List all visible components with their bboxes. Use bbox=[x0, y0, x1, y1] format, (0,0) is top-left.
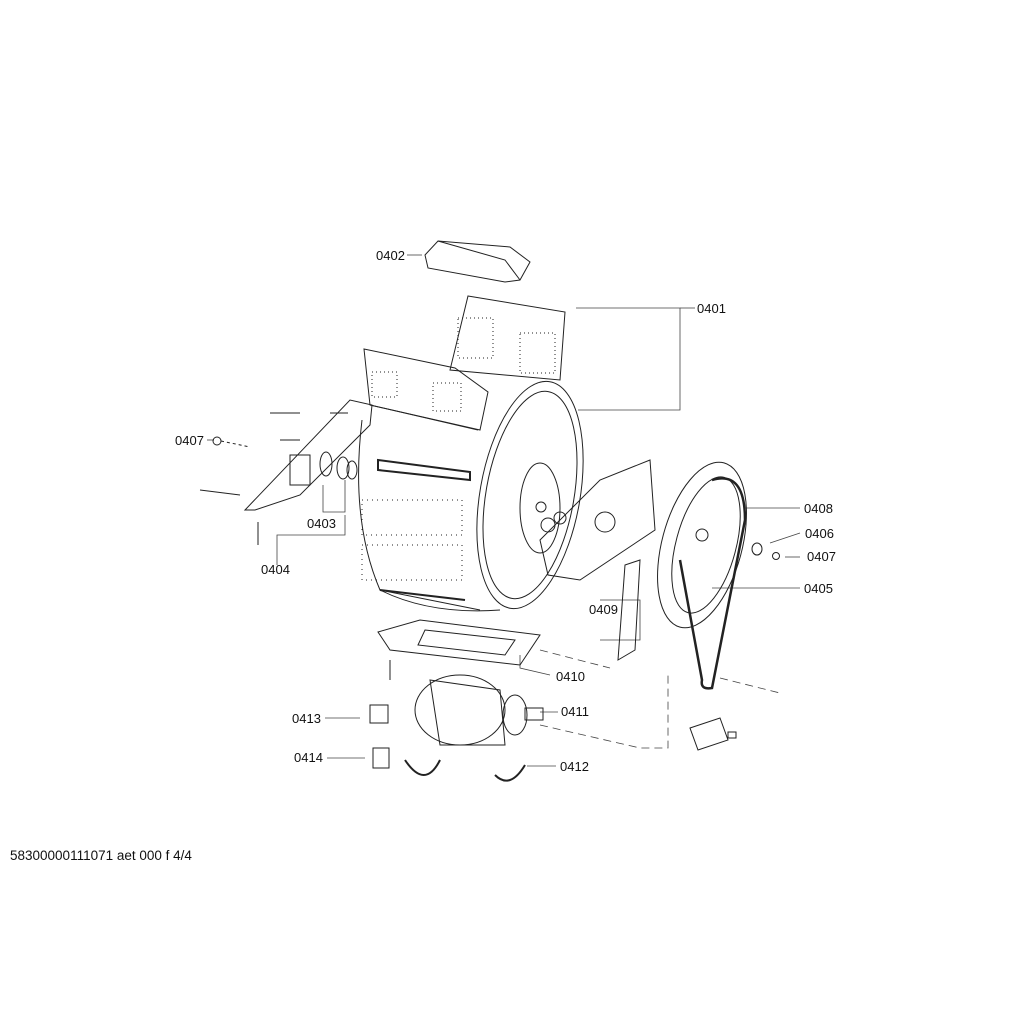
part-0405-belt[interactable] bbox=[678, 477, 747, 690]
part-0407-screw-left[interactable] bbox=[212, 436, 251, 448]
part-0403-bearing-seals[interactable] bbox=[319, 451, 358, 480]
document-id-footer: 58300000111071 aet 000 f 4/4 bbox=[10, 848, 192, 863]
part-0412-clamp[interactable] bbox=[404, 759, 526, 782]
label-0410[interactable]: 0410 bbox=[556, 669, 585, 684]
part-0407-screw-right[interactable] bbox=[772, 552, 780, 560]
part-0408-pulley[interactable] bbox=[641, 453, 762, 638]
label-0412[interactable]: 0412 bbox=[560, 759, 589, 774]
label-0405[interactable]: 0405 bbox=[804, 581, 833, 596]
label-0407-right[interactable]: 0407 bbox=[807, 549, 836, 564]
label-0402[interactable]: 0402 bbox=[376, 248, 405, 263]
part-0401-drum[interactable] bbox=[358, 295, 600, 617]
leader-lines bbox=[207, 254, 801, 767]
part-0411-motor[interactable] bbox=[414, 674, 544, 746]
label-0413[interactable]: 0413 bbox=[292, 711, 321, 726]
label-0409[interactable]: 0409 bbox=[589, 602, 618, 617]
part-0414-capacitor[interactable] bbox=[372, 747, 390, 769]
part-0413-connector[interactable] bbox=[369, 704, 389, 724]
label-0408[interactable]: 0408 bbox=[804, 501, 833, 516]
label-0407-left[interactable]: 0407 bbox=[175, 433, 204, 448]
part-0406-washer[interactable] bbox=[751, 542, 763, 556]
label-0411[interactable]: 0411 bbox=[561, 704, 589, 719]
label-0414[interactable]: 0414 bbox=[294, 750, 323, 765]
label-0406[interactable]: 0406 bbox=[805, 526, 834, 541]
part-tacho-sensor bbox=[689, 717, 737, 751]
part-0404-left-bracket[interactable] bbox=[199, 399, 373, 545]
part-0402-cover[interactable] bbox=[424, 240, 531, 283]
label-0401[interactable]: 0401 bbox=[697, 301, 726, 316]
label-0404[interactable]: 0404 bbox=[261, 562, 290, 577]
part-0409-right-bracket[interactable] bbox=[539, 459, 656, 661]
label-0403[interactable]: 0403 bbox=[307, 516, 336, 531]
part-0410-motor-mount[interactable] bbox=[377, 619, 541, 680]
